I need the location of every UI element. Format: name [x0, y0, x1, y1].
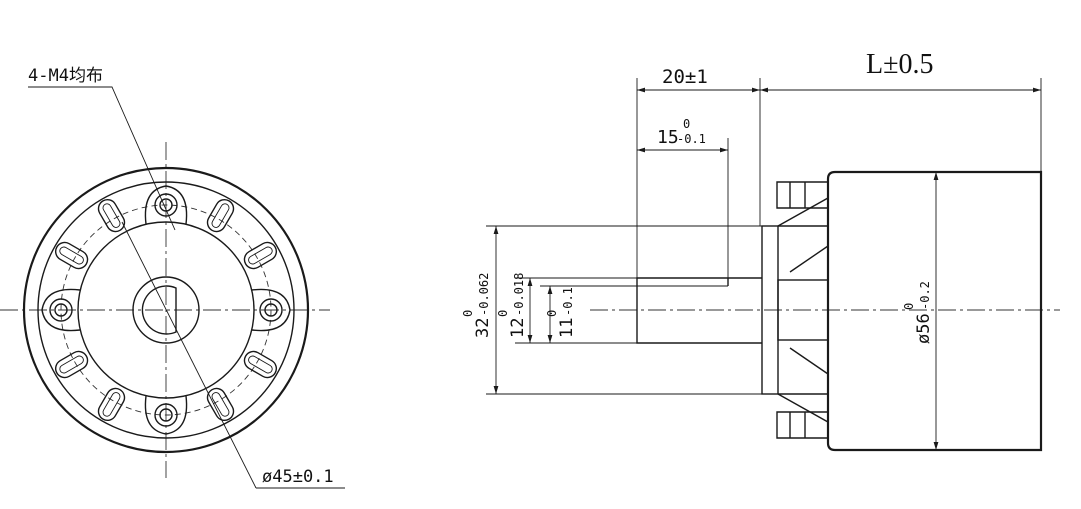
shaft-dia-lower: -0.018: [512, 273, 526, 316]
pcd-label: ø45±0.1: [262, 467, 334, 487]
lug-hole: [159, 408, 173, 422]
flange-dia-label: 32 0 -0.062: [461, 273, 493, 338]
front-view: 4-M4均布 ø45±0.1: [0, 66, 345, 489]
lug-hole: [264, 303, 278, 317]
vent-slot-outline: [206, 198, 235, 233]
flange-dia-upper: 0: [461, 310, 475, 317]
pcd-leader-diagonal: [121, 221, 257, 489]
mounting-lug: [144, 185, 188, 225]
vent-slot-outline: [243, 350, 278, 379]
lug-boss: [144, 185, 188, 225]
vent-slot: [97, 387, 126, 422]
lug-hole: [54, 303, 68, 317]
flange-dia-base: 32: [473, 318, 493, 338]
mounting-lug: [144, 395, 188, 435]
vent-slot: [243, 350, 278, 379]
hole-callout-label: 4-M4均布: [28, 66, 103, 86]
vent-slot-outline: [54, 241, 89, 270]
vent-slot-inner: [102, 392, 121, 417]
vent-slot: [243, 241, 278, 270]
fin-lower-1: [789, 347, 829, 376]
end-bell-bottom: [776, 411, 828, 439]
vent-slot-inner: [211, 392, 230, 417]
lug-boss: [41, 288, 81, 332]
fin-upper-2: [789, 244, 829, 273]
lug-hole-ring: [259, 298, 283, 322]
length-label: L±0.5: [866, 49, 933, 80]
fin-lower-2: [777, 393, 829, 424]
body-dia-base: ø56: [914, 313, 934, 344]
vent-slot: [54, 350, 89, 379]
shaft-dia-label: 12 0 -0.018: [496, 273, 528, 338]
mounting-lug: [251, 288, 291, 332]
pitch-circle: [60, 204, 272, 416]
vent-slot: [206, 387, 235, 422]
flat-length-lower: -0.1: [677, 132, 706, 146]
hub-outer-circle: [77, 221, 255, 399]
lug-boss: [144, 395, 188, 435]
vent-slot-outline: [243, 241, 278, 270]
lug-hole-ring: [49, 298, 73, 322]
flat-upper: 0: [545, 310, 559, 317]
shaft-end-with-flat: [141, 285, 177, 335]
vent-slot-inner: [59, 355, 84, 374]
vent-slot-outline: [206, 387, 235, 422]
body-dia-lower: -0.2: [918, 281, 932, 310]
mounting-lugs: [41, 185, 291, 435]
vent-slots: [54, 198, 278, 422]
vent-slot-inner: [211, 203, 230, 228]
lug-hole-ring: [154, 403, 178, 427]
flat-length-upper: 0: [683, 117, 690, 131]
lug-hole-ring: [154, 193, 178, 217]
side-view: 20±1 L±0.5 15 0 -0.1 32 0 -0.062 12 0 -0…: [461, 49, 1060, 452]
shaft-dia-base: 12: [508, 318, 528, 338]
vent-slot-inner: [59, 246, 84, 265]
lug-boss: [251, 288, 291, 332]
vent-slot: [206, 198, 235, 233]
fin-hub: [777, 279, 829, 341]
lug-hole: [159, 198, 173, 212]
vent-slot: [54, 241, 89, 270]
vent-slot-outline: [54, 350, 89, 379]
shaft-dia-upper: 0: [496, 310, 510, 317]
vent-slot-inner: [102, 203, 121, 228]
hub-ring-circle: [132, 276, 200, 344]
shaft-length-label: 20±1: [662, 66, 708, 88]
shaft: [636, 277, 762, 344]
flat-base: 11: [557, 318, 577, 338]
inner-housing-circle: [37, 181, 295, 439]
fin-upper-1: [777, 196, 829, 227]
vent-slot: [97, 198, 126, 233]
end-bell-top: [776, 181, 828, 209]
hole-callout-leader: [28, 86, 176, 231]
vent-slot-outline: [97, 387, 126, 422]
flange-dia-lower: -0.062: [477, 273, 491, 316]
flat-length-base: 15: [657, 127, 679, 148]
flat-lower: -0.1: [561, 287, 575, 316]
flat-length-label: 15 0 -0.1: [657, 117, 706, 148]
outer-housing-circle: [22, 166, 310, 454]
vent-slot-inner: [248, 355, 273, 374]
mounting-lug: [41, 288, 81, 332]
body-dia-upper: 0: [902, 303, 916, 310]
vent-slot-inner: [248, 246, 273, 265]
vent-slot-outline: [97, 198, 126, 233]
motor-body: [826, 170, 1043, 452]
flat-dia-label: 11 0 -0.1: [545, 287, 577, 338]
body-dia-label: ø56 0 -0.2: [902, 281, 934, 344]
